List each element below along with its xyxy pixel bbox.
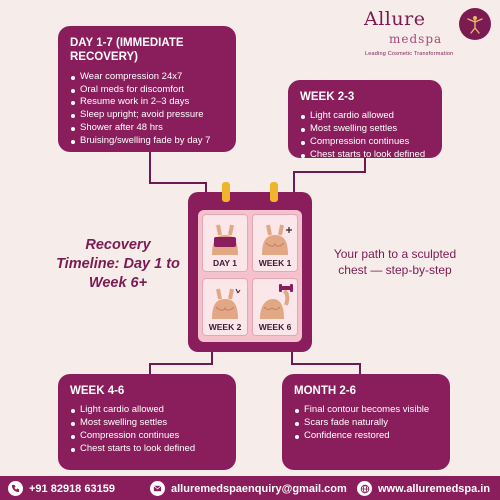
card-week-2-3-title: WEEK 2-3 (300, 91, 355, 103)
tile-label: DAY 1 (212, 258, 238, 268)
phone-text: +91 82918 63159 (29, 482, 115, 495)
phone-icon (8, 481, 23, 496)
list-item: Compression continues (70, 430, 224, 443)
card-month-2-6: MONTH 2-6 Final contour becomes visible … (282, 374, 450, 470)
tile-week-6: WEEK 6 (252, 278, 298, 336)
tile-label: WEEK 6 (258, 322, 292, 332)
contact-footer: +91 82918 63159 alluremedspaenquiry@gmai… (0, 476, 500, 500)
tile-label: WEEK 2 (208, 322, 242, 332)
calendar-page: DAY 1 WEEK 1 WEEK 2 (198, 210, 302, 342)
footer-email[interactable]: alluremedspaenquiry@gmail.com (150, 481, 347, 496)
tile-day-1: DAY 1 (202, 214, 248, 272)
page-subtitle: Your path to a sculpted chest — step-by-… (333, 247, 457, 278)
logo-emblem-icon (459, 8, 491, 40)
globe-icon (357, 481, 372, 496)
mail-icon (150, 481, 165, 496)
calendar-icon: DAY 1 WEEK 1 WEEK 2 (188, 182, 312, 352)
list-item: Chest starts to look defined (300, 149, 430, 162)
brand-tagline: Leading Cosmetic Transformation (365, 51, 454, 57)
list-item: Chest starts to look defined (70, 443, 224, 456)
chest-icon (212, 288, 241, 319)
calendar-ring (270, 182, 278, 202)
list-item: Most swelling settles (70, 417, 224, 430)
list-item: Scars fade naturally (294, 417, 438, 430)
chest-icon (262, 224, 292, 255)
card-week-2-3: WEEK 2-3 Light cardio allowed Most swell… (288, 80, 442, 160)
brand-logo: Allure medspa Leading Cosmetic Transform… (364, 8, 492, 68)
tile-label: WEEK 1 (258, 258, 292, 268)
list-item: Bruising/swelling fade by day 7 (70, 135, 224, 148)
card-month-2-6-title: MONTH 2-6 (294, 385, 356, 397)
list-item: Light cardio allowed (300, 110, 430, 123)
tile-week-1: WEEK 1 (252, 214, 298, 272)
list-item: Confidence restored (294, 430, 438, 443)
list-item: Shower after 48 hrs (70, 122, 224, 135)
list-item: Oral meds for discomfort (70, 84, 224, 97)
email-text: alluremedspaenquiry@gmail.com (171, 482, 347, 495)
card-day-1-7-title: DAY 1-7 (IMMEDIATE RECOVERY) (70, 37, 184, 64)
card-week-4-6-title: WEEK 4-6 (70, 385, 125, 397)
list-item: Compression continues (300, 136, 430, 149)
dumbbell-chest-icon (260, 284, 293, 319)
footer-phone[interactable]: +91 82918 63159 (8, 481, 115, 496)
calendar-ring (222, 182, 230, 202)
website-text: www.alluremedspa.in (378, 482, 491, 495)
brand-sub: medspa (389, 32, 443, 46)
list-item: Light cardio allowed (70, 404, 224, 417)
list-item: Resume work in 2–3 days (70, 96, 224, 109)
chest-bandage-icon (212, 224, 238, 255)
card-week-4-6: WEEK 4-6 Light cardio allowed Most swell… (58, 374, 236, 470)
list-item: Final contour becomes visible (294, 404, 438, 417)
brand-name: Allure (364, 8, 426, 30)
footer-website[interactable]: www.alluremedspa.in (357, 481, 490, 496)
page-title: Recovery Timeline: Day 1 to Week 6+ (56, 237, 180, 291)
list-item: Most swelling settles (300, 123, 430, 136)
tile-week-2: WEEK 2 (202, 278, 248, 336)
list-item: Sleep upright; avoid pressure (70, 109, 224, 122)
list-item: Wear compression 24x7 (70, 71, 224, 84)
card-day-1-7: DAY 1-7 (IMMEDIATE RECOVERY) Wear compre… (58, 26, 236, 152)
